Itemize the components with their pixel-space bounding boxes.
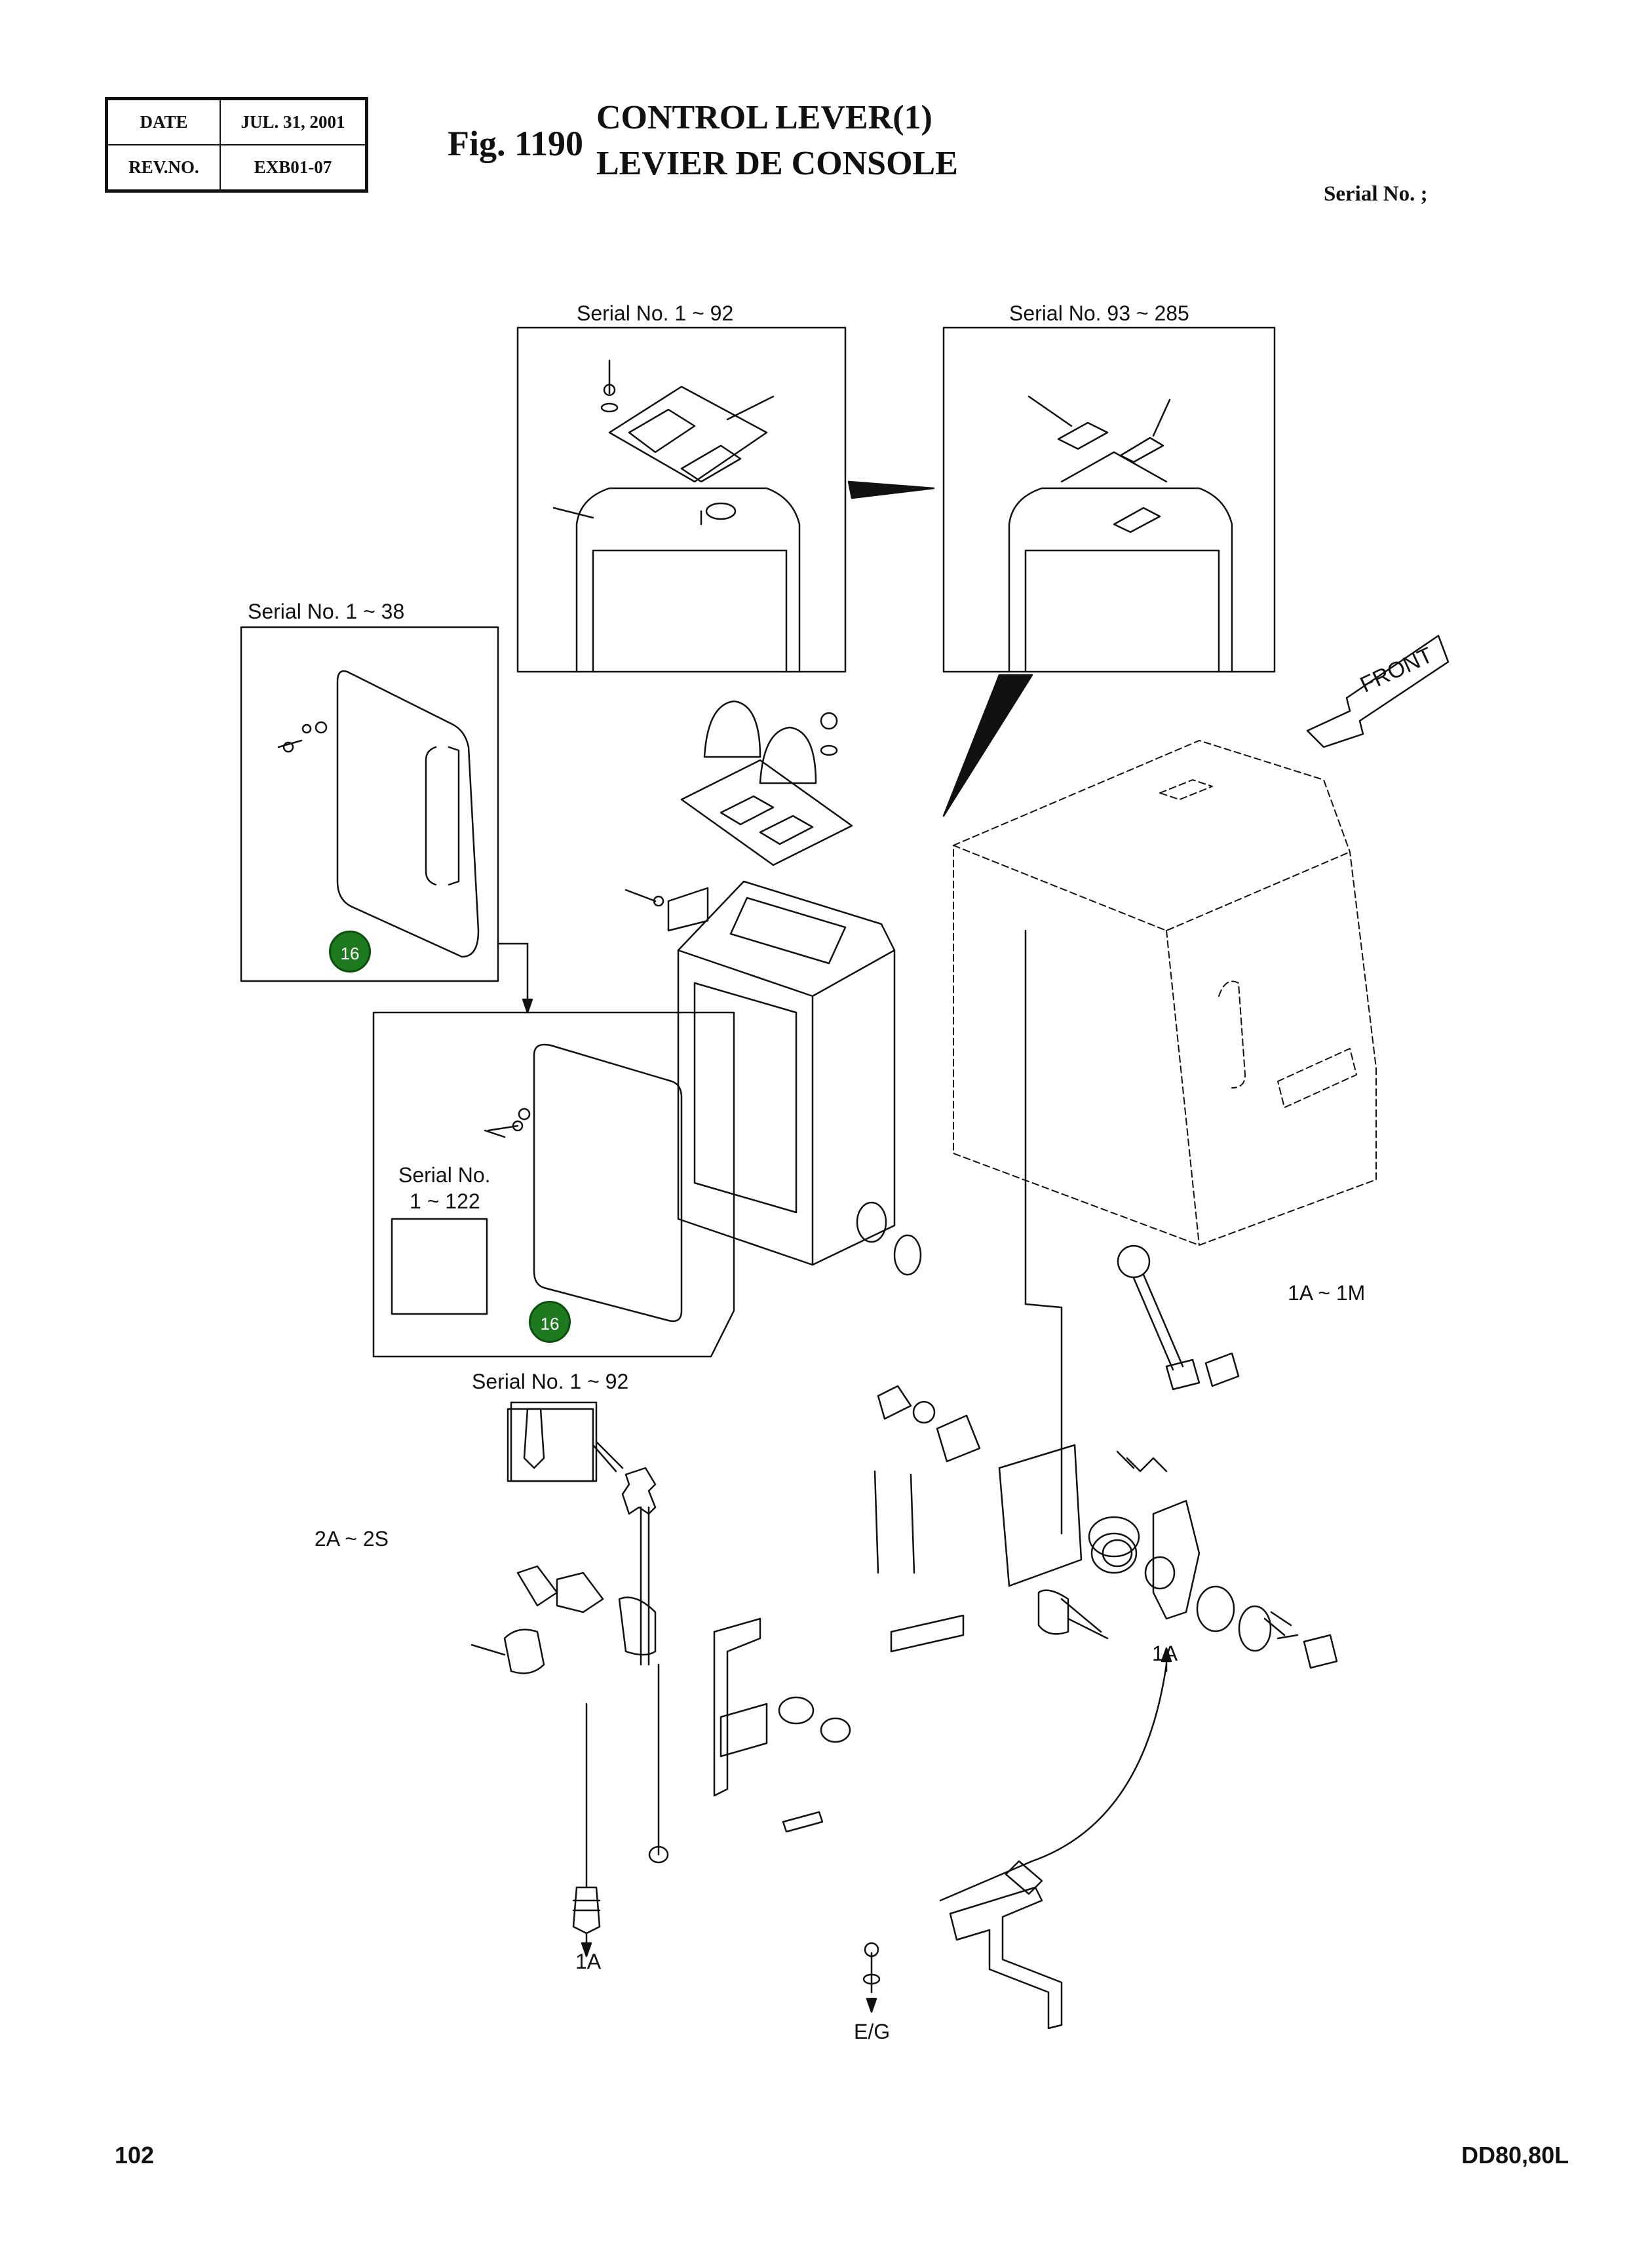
figure-number: Fig. 1190 bbox=[448, 124, 584, 163]
connector-arrow bbox=[523, 999, 532, 1013]
front-arrow bbox=[1307, 636, 1448, 747]
label-serial-93-285: Serial No. 93 ~ 285 bbox=[1009, 301, 1189, 325]
label-serial-1-38: Serial No. 1 ~ 38 bbox=[248, 600, 405, 623]
label-engine: E/G bbox=[854, 2020, 891, 2043]
label-serial-1-122: 1 ~ 122 bbox=[410, 1189, 480, 1213]
rev-label: REV.NO. bbox=[106, 144, 221, 192]
cabin-outline bbox=[953, 741, 1376, 1245]
callout-part-16-lower[interactable]: 16 bbox=[529, 1301, 571, 1343]
rev-value: EXB01-07 bbox=[220, 144, 368, 192]
serial-header: Serial No. ; bbox=[1324, 182, 1428, 206]
label-serial-no: Serial No. bbox=[398, 1163, 491, 1187]
inset-serial-1-92-knob bbox=[497, 1402, 616, 1481]
label-1a-right: 1A bbox=[1152, 1642, 1178, 1665]
revision-table: DATE JUL. 31, 2001 REV.NO. EXB01-07 bbox=[105, 97, 368, 193]
inset-console-door-group bbox=[374, 1013, 734, 1357]
title-french: LEVIER DE CONSOLE bbox=[596, 145, 958, 182]
model-code: DD80,80L bbox=[1461, 2142, 1569, 2169]
inset-serial-1-38-door bbox=[241, 627, 498, 981]
date-value: JUL. 31, 2001 bbox=[220, 98, 368, 145]
lever-assembly-left bbox=[472, 1402, 850, 1956]
linkage-assembly-right bbox=[875, 1386, 1337, 1668]
wedge-pointer bbox=[944, 675, 1032, 816]
label-serial-1-92-top: Serial No. 1 ~ 92 bbox=[577, 301, 734, 325]
console-box bbox=[626, 701, 921, 1275]
page-number: 102 bbox=[115, 2142, 155, 2169]
label-serial-1-92-lever: Serial No. 1 ~ 92 bbox=[472, 1370, 629, 1393]
label-range-2a-2s: 2A ~ 2S bbox=[315, 1527, 389, 1551]
title-english: CONTROL LEVER(1) bbox=[596, 99, 932, 136]
callout-part-16-upper[interactable]: 16 bbox=[329, 931, 371, 973]
inset-serial-93-285-plate bbox=[944, 328, 1275, 672]
inset-serial-1-92-plate bbox=[518, 328, 845, 672]
arrow-to-inset bbox=[849, 482, 934, 498]
cable-to-engine bbox=[864, 1648, 1171, 2028]
label-1a-left: 1A bbox=[575, 1950, 602, 1973]
label-range-1a-1m: 1A ~ 1M bbox=[1288, 1281, 1366, 1305]
date-label: DATE bbox=[106, 98, 221, 145]
lever-1a-1m bbox=[1026, 931, 1239, 1534]
